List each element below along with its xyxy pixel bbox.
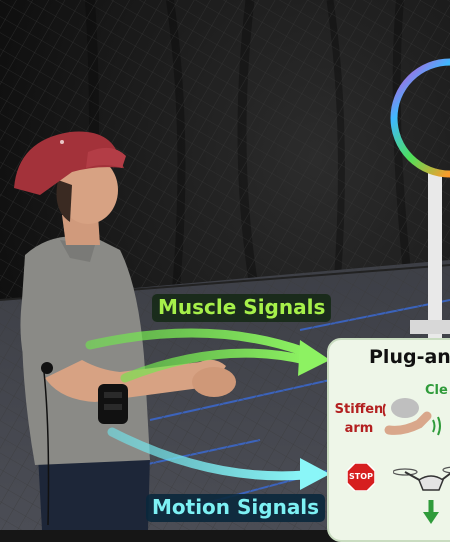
stop-sign-text: STOP (349, 472, 373, 481)
muscle-signal-arrows (85, 328, 330, 383)
muscle-arrow-head (298, 340, 330, 376)
motion-signal-arrow (107, 427, 330, 490)
face (58, 156, 118, 224)
hoop-pole (428, 172, 442, 342)
hand (192, 367, 236, 397)
jeans (38, 455, 150, 530)
stop-sign-icon: STOP (346, 462, 376, 492)
red-cap (14, 131, 124, 195)
muscle-arrow-upper (85, 328, 310, 357)
stiffen-text: Stiffen (334, 402, 384, 417)
hoop-base (410, 320, 450, 334)
plug-and-play-panel: Plug-an Stiffen arm Cle STOP (327, 338, 450, 542)
muscle-sensor (41, 362, 53, 374)
arm-gesture-icon (383, 398, 441, 436)
motion-signals-label: Motion Signals (146, 494, 326, 522)
clench-label: Cle (425, 383, 448, 398)
drone-icon (393, 466, 450, 524)
muscle-signals-label: Muscle Signals (152, 294, 332, 322)
muscle-arrow-lower (120, 348, 310, 383)
motion-arrow-head (300, 458, 330, 490)
arm-text: arm (344, 421, 374, 436)
forearm (45, 359, 226, 402)
colored-hoop (390, 58, 450, 178)
person (14, 131, 236, 530)
stiffen-arm-label: Stiffen arm (331, 400, 387, 438)
panel-title: Plug-an (369, 346, 450, 368)
